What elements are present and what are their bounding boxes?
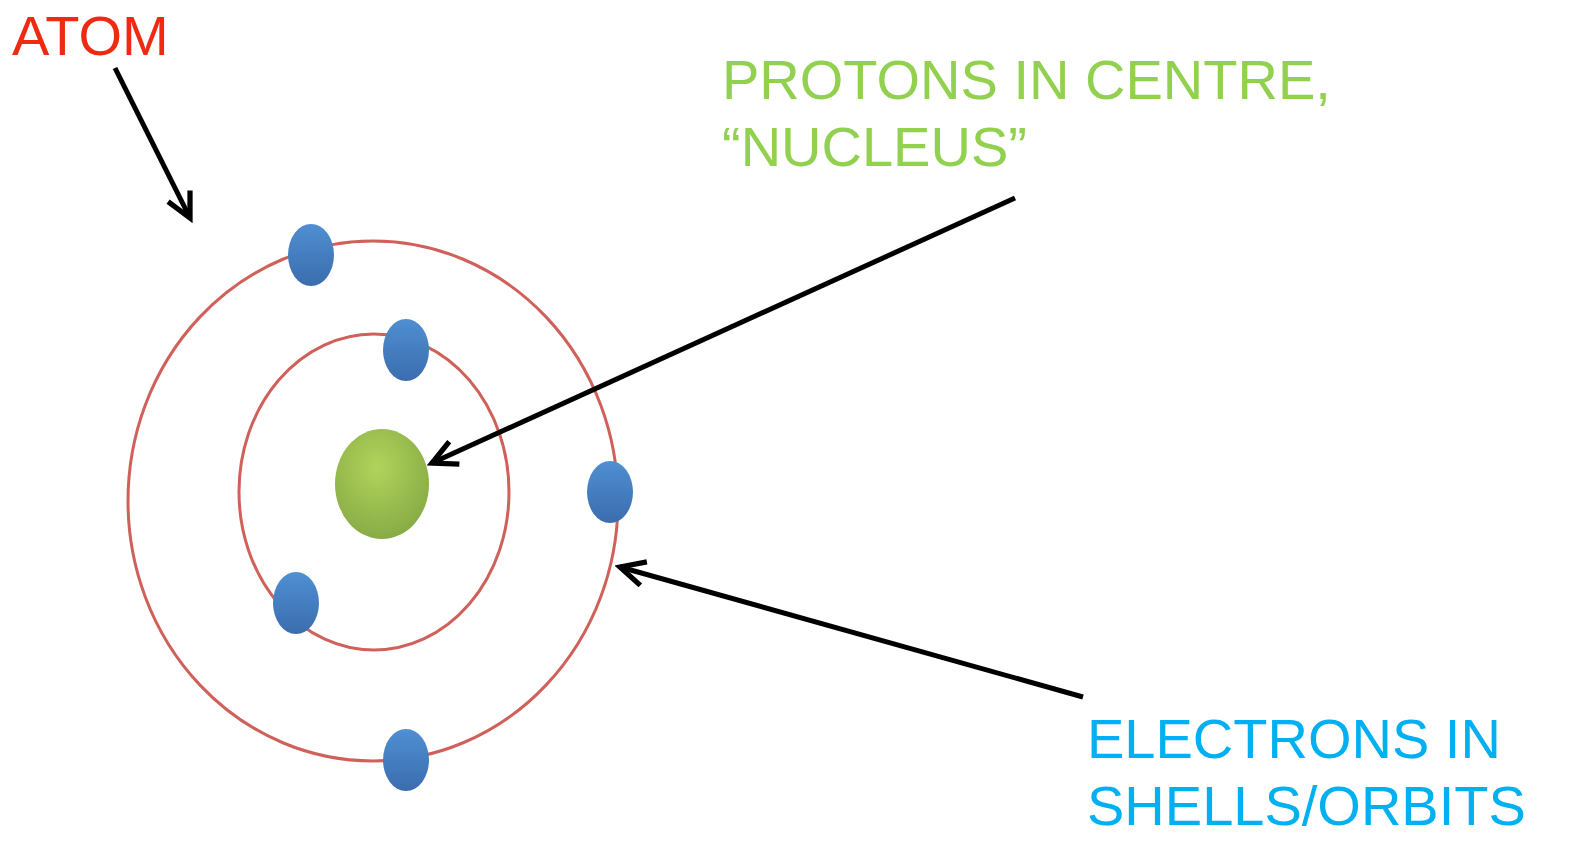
nucleus-label: PROTONS IN CENTRE, “NUCLEUS”	[722, 46, 1442, 180]
outer-shell	[128, 241, 618, 761]
leader-arrow	[432, 198, 1015, 463]
electron	[383, 319, 429, 381]
electron	[383, 729, 429, 791]
electron-label: ELECTRONS IN SHELLS/ORBITS	[1087, 705, 1577, 839]
leader-arrow	[620, 567, 1083, 697]
nucleus	[335, 429, 429, 539]
electron	[288, 224, 334, 286]
leader-arrow	[115, 68, 190, 218]
electron	[587, 461, 633, 523]
electron	[273, 572, 319, 634]
inner-shell	[239, 334, 509, 650]
title-label: ATOM	[12, 2, 272, 69]
